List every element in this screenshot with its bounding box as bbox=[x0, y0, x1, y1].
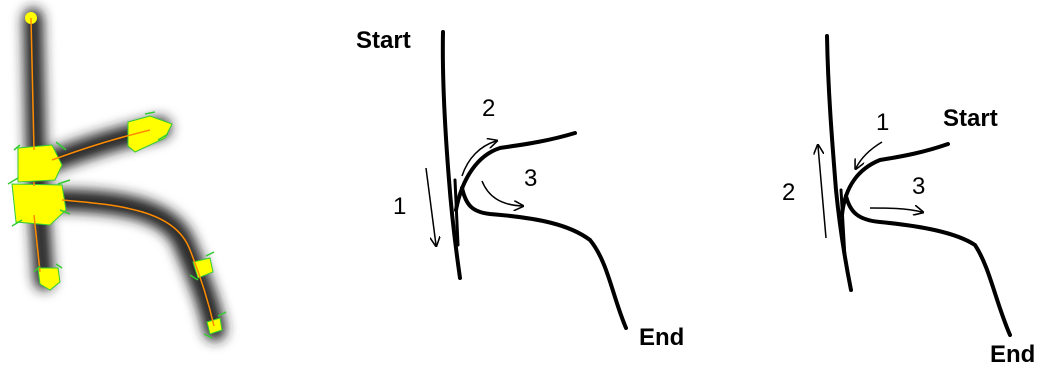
middle-stroke-lower bbox=[460, 186, 628, 330]
middle-arrows bbox=[425, 141, 522, 245]
node-lower-junction bbox=[11, 183, 67, 226]
arrow-1 bbox=[425, 167, 436, 245]
end-label: End bbox=[639, 324, 684, 351]
right-arrows bbox=[818, 141, 922, 239]
right-stroke-lower bbox=[844, 194, 1012, 337]
middle-stroke-upper bbox=[454, 131, 577, 212]
stroke-order-panel-right: Start End 1 2 3 bbox=[782, 34, 1035, 367]
skeleton-lines bbox=[30, 17, 215, 327]
right-stroke-upper bbox=[840, 142, 950, 217]
yellow-nodes bbox=[11, 12, 223, 335]
skeleton-line-top bbox=[30, 17, 35, 151]
right-stroke-thin bbox=[839, 188, 847, 260]
stroke-order-panel-middle: Start End 1 2 3 bbox=[356, 27, 684, 351]
right-arrow-1 bbox=[856, 141, 883, 168]
arrow-2 bbox=[461, 141, 496, 177]
node-upper-junction bbox=[17, 144, 63, 183]
step-1-label: 1 bbox=[393, 193, 406, 220]
blurred-character bbox=[23, 8, 226, 341]
right-arrow-3 bbox=[869, 208, 922, 212]
skeleton-panel bbox=[7, 8, 227, 341]
node-tail bbox=[206, 317, 223, 335]
middle-strokes bbox=[440, 30, 628, 330]
middle-stroke-thin bbox=[453, 178, 460, 247]
arrow-3 bbox=[481, 180, 522, 206]
right-start-label: Start bbox=[943, 105, 998, 132]
right-strokes bbox=[825, 34, 1012, 337]
green-markers bbox=[7, 111, 227, 339]
middle-stroke-vertical bbox=[440, 30, 462, 280]
step-2-label: 2 bbox=[482, 95, 495, 122]
skeleton-line-right bbox=[51, 129, 151, 161]
right-step-3-label: 3 bbox=[912, 173, 925, 200]
right-stroke-vertical bbox=[825, 34, 853, 292]
right-step-1-label: 1 bbox=[876, 109, 889, 136]
right-end-label: End bbox=[990, 341, 1035, 367]
right-step-2-label: 2 bbox=[782, 179, 795, 206]
skeleton-line-bottom bbox=[33, 214, 41, 273]
right-arrow-2 bbox=[818, 146, 827, 239]
start-label: Start bbox=[356, 27, 411, 54]
step-3-label: 3 bbox=[524, 165, 537, 192]
node-bottom-left bbox=[37, 267, 61, 291]
skeleton-line-curve bbox=[61, 199, 215, 327]
node-right-end bbox=[127, 115, 173, 153]
